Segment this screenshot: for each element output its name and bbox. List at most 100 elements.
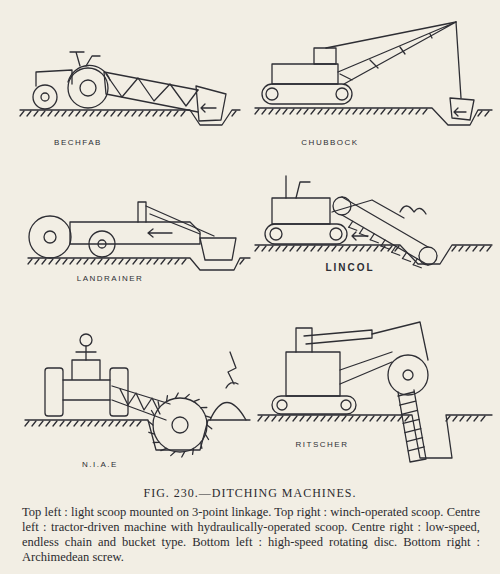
lincol-machine-part [286, 176, 310, 198]
lincol-machine [255, 176, 492, 268]
screw-flight [407, 438, 423, 442]
disc-tooth [182, 452, 185, 457]
lincol-machine-part [419, 247, 437, 265]
ground-hatch [466, 246, 470, 251]
ground-hatch [27, 111, 31, 116]
ground-hatch [116, 421, 120, 426]
chain-buckets [349, 221, 422, 268]
disc-tooth [166, 396, 168, 402]
bucket [403, 253, 407, 259]
landrainer-machine [28, 202, 250, 270]
chubbock-machine-part [266, 88, 278, 100]
ground-hatch [452, 246, 456, 251]
disc-tooth [201, 407, 207, 408]
disc-tooth [153, 442, 159, 443]
ground-hatch [42, 259, 46, 264]
ground-hatch [49, 259, 53, 264]
ground-hatch [286, 416, 290, 421]
ground-hatch [325, 109, 329, 114]
ground-hatch [123, 421, 127, 426]
ground-hatch [311, 246, 315, 251]
ground-hatch [467, 416, 471, 421]
figure-caption: Top left : light scoop mounted on 3-poin… [22, 505, 480, 565]
ground-hatch [374, 109, 378, 114]
ground-hatch [478, 111, 482, 116]
ground-hatch [283, 109, 287, 114]
ground-hatch [56, 259, 60, 264]
ground-hatch [25, 421, 29, 426]
machine-name: LINCOL [325, 262, 374, 273]
ground-hatch [328, 416, 332, 421]
ground-hatch [360, 246, 364, 251]
ground-hatch [321, 416, 325, 421]
ground-hatch [416, 109, 420, 114]
ground-hatch [181, 111, 185, 116]
ground-hatch [95, 421, 99, 426]
ground-hatch [182, 259, 186, 264]
ground-hatch [332, 246, 336, 251]
bechfab-machine-part [104, 72, 198, 112]
chubbock-machine-part [454, 108, 466, 116]
ground-hatch [300, 416, 304, 421]
ground-hatch [374, 246, 378, 251]
disc-tooth [205, 416, 211, 418]
disc-tooth [151, 411, 154, 416]
chubbock-machine [255, 22, 492, 125]
disc-tooth [192, 448, 194, 454]
ground-hatch [332, 109, 336, 114]
ritscher-machine-part [398, 390, 426, 462]
ground-hatch [297, 109, 301, 114]
chubbock-machine-part [326, 22, 456, 48]
ground-hatch [104, 111, 108, 116]
ground-hatch [255, 109, 259, 114]
ground-hatch [459, 246, 463, 251]
ritscher-machine-part [388, 355, 428, 395]
ground-hatch [132, 111, 136, 116]
landrainer-machine-part [200, 238, 236, 260]
ground-hatch [409, 109, 413, 114]
ground-hatch [41, 111, 45, 116]
bucket [360, 228, 364, 234]
ground-hatch [34, 111, 38, 116]
ground-hatch [388, 109, 392, 114]
ground-hatch [20, 111, 24, 116]
ground-hatch [46, 421, 50, 426]
ground-hatch [139, 111, 143, 116]
niae-machine-part [226, 352, 238, 388]
ritscher-machine [258, 322, 492, 462]
ground-hatch [55, 111, 59, 116]
disc-tooth [148, 421, 153, 425]
ground-hatch [290, 109, 294, 114]
screw-flight [401, 410, 417, 414]
chubbock-machine-part [262, 84, 352, 104]
disc-tooth [149, 432, 155, 434]
bucket [413, 265, 421, 268]
disc-tooth [185, 394, 190, 398]
bucket [381, 246, 389, 249]
lincol-machine-part [265, 224, 347, 244]
ground-hatch [76, 111, 80, 116]
ground-hatch [384, 416, 388, 421]
ground-hatch [367, 109, 371, 114]
niae-machine-part [210, 403, 246, 421]
ground-hatch [69, 111, 73, 116]
disc-tooth [207, 425, 212, 429]
bechfab-machine-part [80, 80, 96, 96]
ground-hatch [240, 259, 244, 264]
ground-hatch [297, 246, 301, 251]
bechfab-machine-part [201, 104, 216, 112]
ground-hatching [20, 109, 491, 426]
ground-hatch [140, 259, 144, 264]
ground-hatch [360, 109, 364, 114]
ground-hatch [111, 111, 115, 116]
machine-name: BECHFAB [54, 138, 102, 147]
ground-hatch [112, 259, 116, 264]
screw-flight [403, 419, 419, 423]
disc-tooth [201, 442, 202, 448]
screw-flight [400, 401, 416, 405]
machine-name: N.I.A.E [82, 460, 118, 469]
ground-hatch [258, 416, 262, 421]
ground-hatch [487, 246, 491, 251]
ground-hatch [32, 421, 36, 426]
ground-hatch [133, 259, 137, 264]
